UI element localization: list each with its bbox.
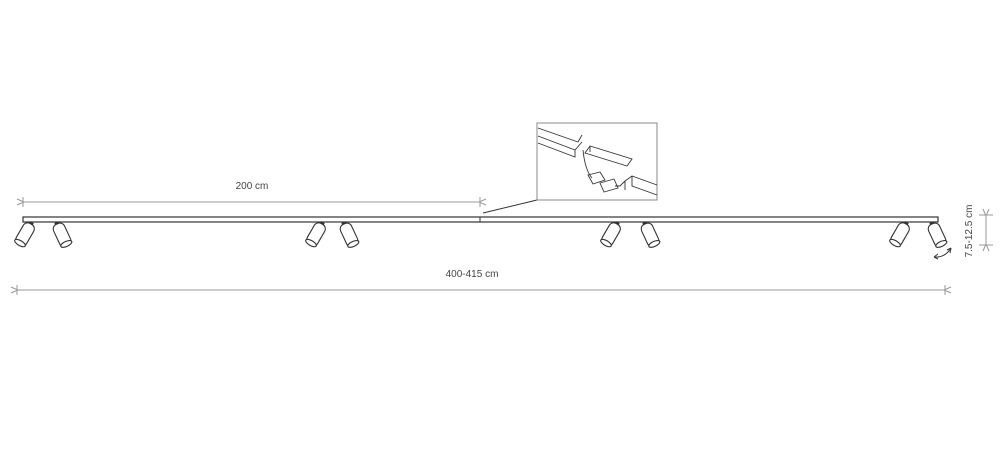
connector-detail-inset [482,122,658,214]
spotlight-icon [339,221,360,248]
spotlight-icon [305,221,326,248]
rotation-arrow-icon [933,247,952,258]
spotlight-icon [640,221,661,248]
total-dimension: 400-415 cm [17,269,945,295]
height-range-label: 7.5-12.5 cm [964,205,975,258]
height-dimension: 7.5-12.5 cm [964,205,993,258]
spotlights [14,221,948,248]
spotlight-icon [14,221,35,248]
spotlight-icon [927,221,948,248]
segment-length-label: 200 cm [236,181,269,192]
spotlight-icon [600,221,621,248]
spotlight-icon [52,221,73,248]
rail [22,216,939,223]
total-length-label: 400-415 cm [446,269,499,280]
segment-dimension: 200 cm [23,181,480,207]
spotlight-icon [889,221,910,248]
